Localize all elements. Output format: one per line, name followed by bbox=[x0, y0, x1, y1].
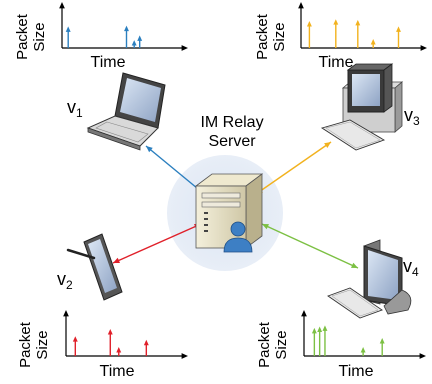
server-tower-icon bbox=[194, 173, 264, 249]
packet-spike bbox=[396, 26, 401, 48]
plot-axes bbox=[63, 310, 188, 359]
device-label-v1: v1 bbox=[67, 97, 83, 120]
packet-spike bbox=[143, 339, 149, 356]
device-label-v2: v2 bbox=[57, 269, 73, 292]
plot-axes bbox=[298, 2, 427, 51]
packet-spike bbox=[137, 35, 143, 48]
link-v4 bbox=[261, 223, 359, 269]
plot-xlabel: Time bbox=[100, 363, 135, 380]
device-label-v3: v3 bbox=[404, 105, 420, 128]
plot-ylabel: PacketSize bbox=[17, 321, 51, 368]
packet-spike bbox=[116, 347, 122, 356]
plot-ylabel: PacketSize bbox=[256, 321, 290, 368]
link-v3 bbox=[255, 141, 332, 195]
laptop-icon bbox=[86, 72, 166, 151]
packet-spike bbox=[333, 19, 339, 48]
server-label-line2: Server bbox=[208, 133, 256, 150]
packet-plots: PacketSizeTimePacketSizeTimePacketSizeTi… bbox=[14, 2, 427, 380]
plot-ylabel: PacketSize bbox=[254, 13, 288, 60]
packet-spike bbox=[370, 39, 376, 48]
tablet-icon bbox=[66, 233, 123, 301]
connection-links bbox=[112, 141, 359, 269]
packet-spike bbox=[311, 327, 317, 356]
packet-spike bbox=[131, 40, 137, 48]
packet-spike bbox=[107, 329, 113, 356]
plot-xlabel: Time bbox=[319, 54, 354, 71]
server-label-line1: IM Relay bbox=[200, 114, 263, 131]
packet-spike bbox=[124, 25, 129, 48]
plot-ylabel: PacketSize bbox=[14, 13, 48, 60]
monitor-icon bbox=[327, 239, 412, 319]
packet-spike bbox=[65, 26, 71, 48]
plot-axes bbox=[59, 2, 188, 51]
packet-spike bbox=[379, 338, 385, 356]
desktop-computer-icon bbox=[320, 63, 404, 151]
packet-spike bbox=[355, 19, 361, 48]
plot-axes bbox=[301, 310, 426, 359]
plot-xlabel: Time bbox=[339, 363, 374, 380]
packet-spike bbox=[72, 336, 78, 356]
plot-xlabel: Time bbox=[91, 54, 126, 71]
user-icon bbox=[223, 221, 253, 253]
packet-spike bbox=[360, 347, 366, 356]
packet-spike bbox=[322, 325, 328, 356]
device-label-v4: v4 bbox=[403, 256, 419, 279]
packet-spike bbox=[317, 326, 323, 356]
packet-spike bbox=[306, 21, 312, 48]
